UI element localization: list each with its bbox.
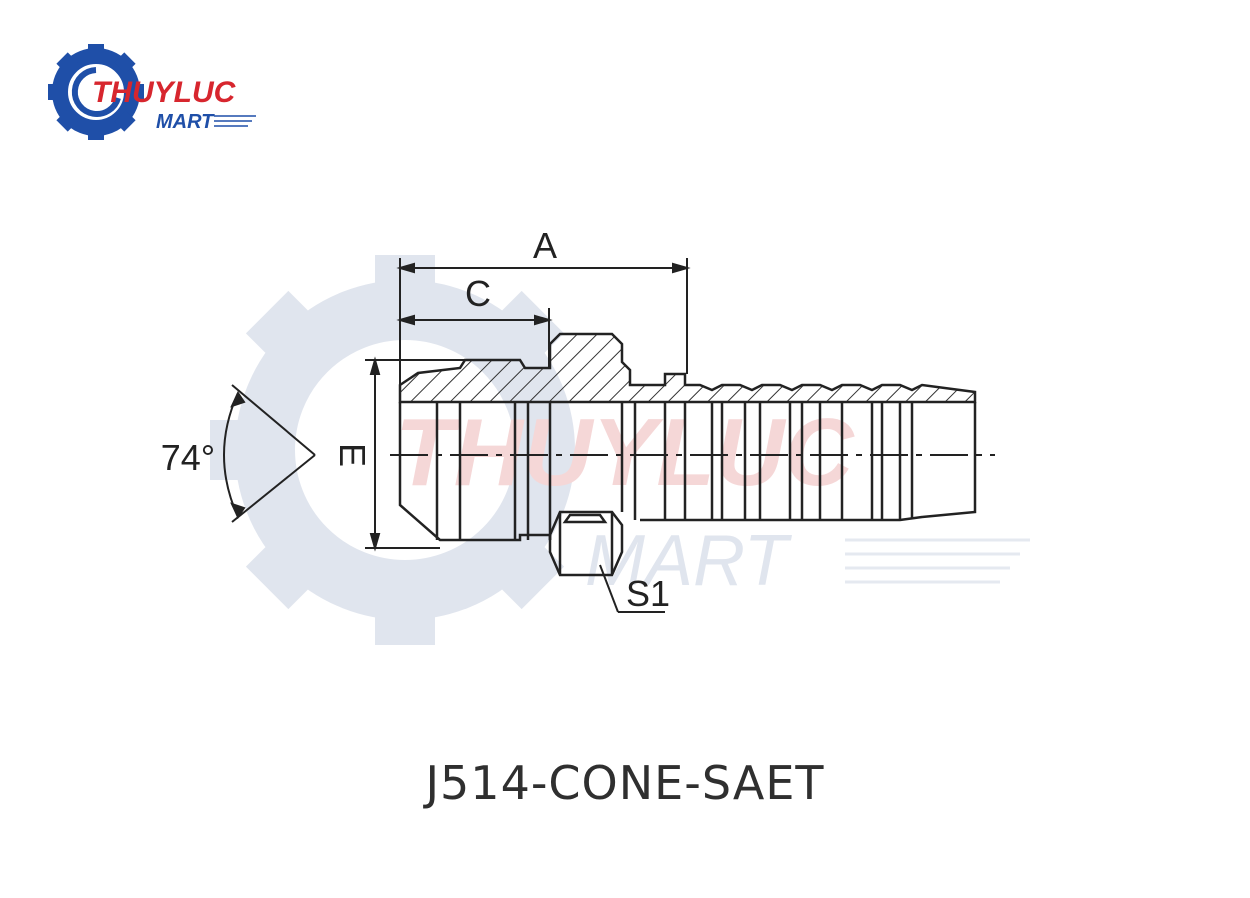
cone-angle-label: 74° <box>161 437 215 478</box>
gear-icon <box>48 44 144 140</box>
dimension-a <box>396 258 691 402</box>
watermark-line1: THUYLUC <box>395 399 855 506</box>
dimension-a-label: A <box>533 225 557 266</box>
thuyluc-mart-logo: THUYLUC MART <box>48 44 256 140</box>
cone-angle <box>223 384 316 523</box>
wrench-size-leader <box>599 564 665 613</box>
fitting-outline <box>398 332 977 577</box>
watermark-gear-icon <box>210 255 575 645</box>
logo-speed-lines <box>214 115 256 127</box>
dimension-e <box>365 356 465 552</box>
dimension-c-label: C <box>465 273 491 314</box>
dimension-e-label: E <box>332 443 373 467</box>
wrench-size-label: S1 <box>626 573 670 614</box>
logo-brand-line1: THUYLUC <box>92 76 237 109</box>
dimension-c <box>396 308 553 368</box>
watermark-line2: MART <box>585 521 793 601</box>
part-number-caption: J514-CONE-SAET <box>425 756 825 810</box>
watermark: THUYLUC MART <box>210 255 1030 645</box>
logo-brand-line2: MART <box>156 111 215 133</box>
